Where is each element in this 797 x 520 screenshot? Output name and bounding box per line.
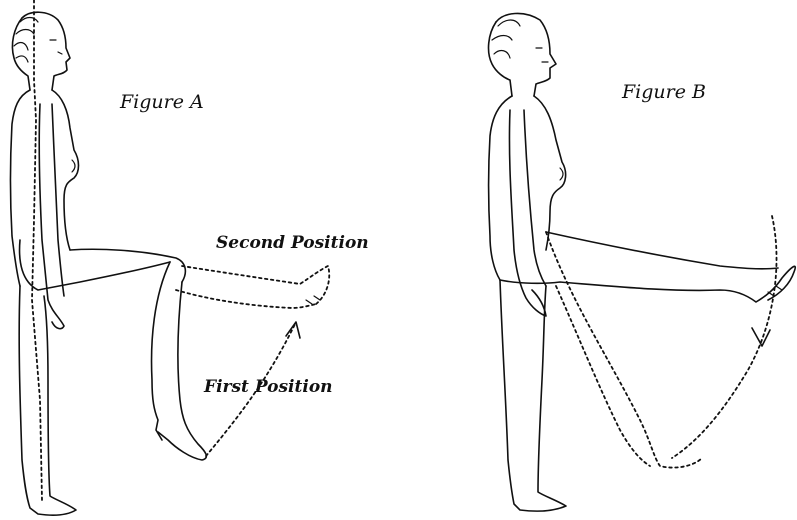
figure-a-standing-leg: [19, 286, 76, 515]
figure-b-arm: [509, 110, 546, 316]
figure-a: Figure A Second Position First Position: [11, 0, 369, 515]
figure-b-raised-leg: [500, 232, 795, 302]
figure-b-standing-leg: [500, 280, 566, 511]
figure-a-title: Figure A: [119, 91, 204, 113]
figure-b-torso: [489, 96, 566, 280]
figure-b: Figure B: [489, 13, 796, 511]
figure-a-first-position-label: First Position: [203, 377, 333, 397]
figure-a-torso: [11, 90, 79, 286]
figure-a-second-position-label: Second Position: [216, 233, 369, 253]
figure-b-back-leg-outline: [546, 232, 702, 468]
figure-a-center-line: [32, 0, 42, 500]
figure-a-arm: [39, 104, 64, 329]
figure-a-head: [12, 12, 70, 90]
figure-a-extended-leg-outline: [176, 266, 329, 308]
figure-b-title: Figure B: [621, 81, 706, 103]
figure-b-head: [489, 13, 556, 96]
figure-b-motion-arrow: [672, 216, 777, 458]
